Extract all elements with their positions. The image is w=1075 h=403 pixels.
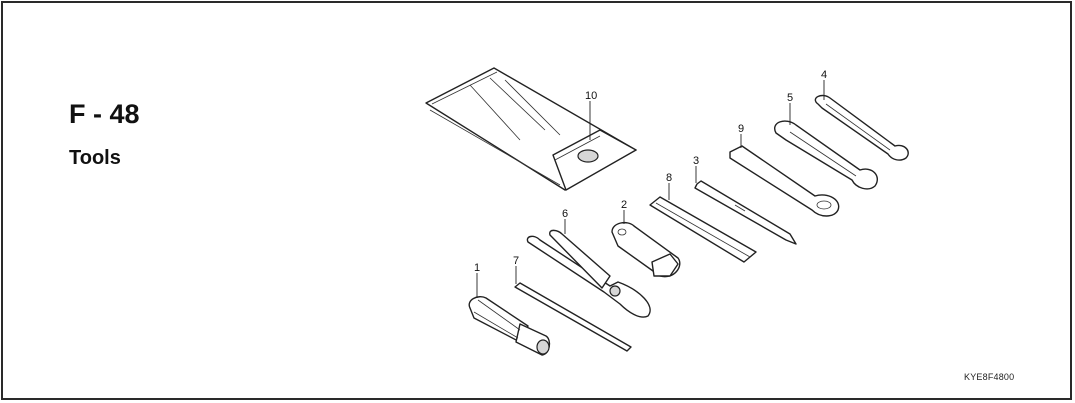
section-code: F - 48 bbox=[69, 99, 140, 129]
callout-1: 1 bbox=[474, 262, 480, 274]
callout-5: 5 bbox=[787, 92, 793, 104]
extension-bar-illustration bbox=[649, 196, 757, 263]
callout-2: 2 bbox=[621, 199, 627, 211]
wrench-large-illustration bbox=[774, 120, 878, 190]
callout-3: 3 bbox=[693, 155, 699, 167]
callout-7: 7 bbox=[513, 255, 519, 267]
callout-9: 9 bbox=[738, 123, 744, 135]
tool-bag-illustration bbox=[425, 67, 637, 191]
spark-plug-socket-illustration bbox=[611, 221, 681, 278]
callout-8: 8 bbox=[666, 172, 672, 184]
handle-wrench-illustration bbox=[729, 145, 840, 217]
screwdriver-blade-illustration bbox=[694, 180, 797, 245]
screwdriver-handle-illustration bbox=[468, 296, 551, 356]
diagram-reference: KYE8F4800 bbox=[964, 372, 1015, 382]
rod-illustration bbox=[514, 282, 632, 352]
section-title: Tools bbox=[69, 147, 121, 169]
callout-4: 4 bbox=[821, 69, 827, 81]
pliers-illustration bbox=[526, 229, 651, 318]
callout-6: 6 bbox=[562, 208, 568, 220]
callout-10: 10 bbox=[585, 90, 597, 102]
wrench-small-illustration bbox=[814, 94, 909, 161]
